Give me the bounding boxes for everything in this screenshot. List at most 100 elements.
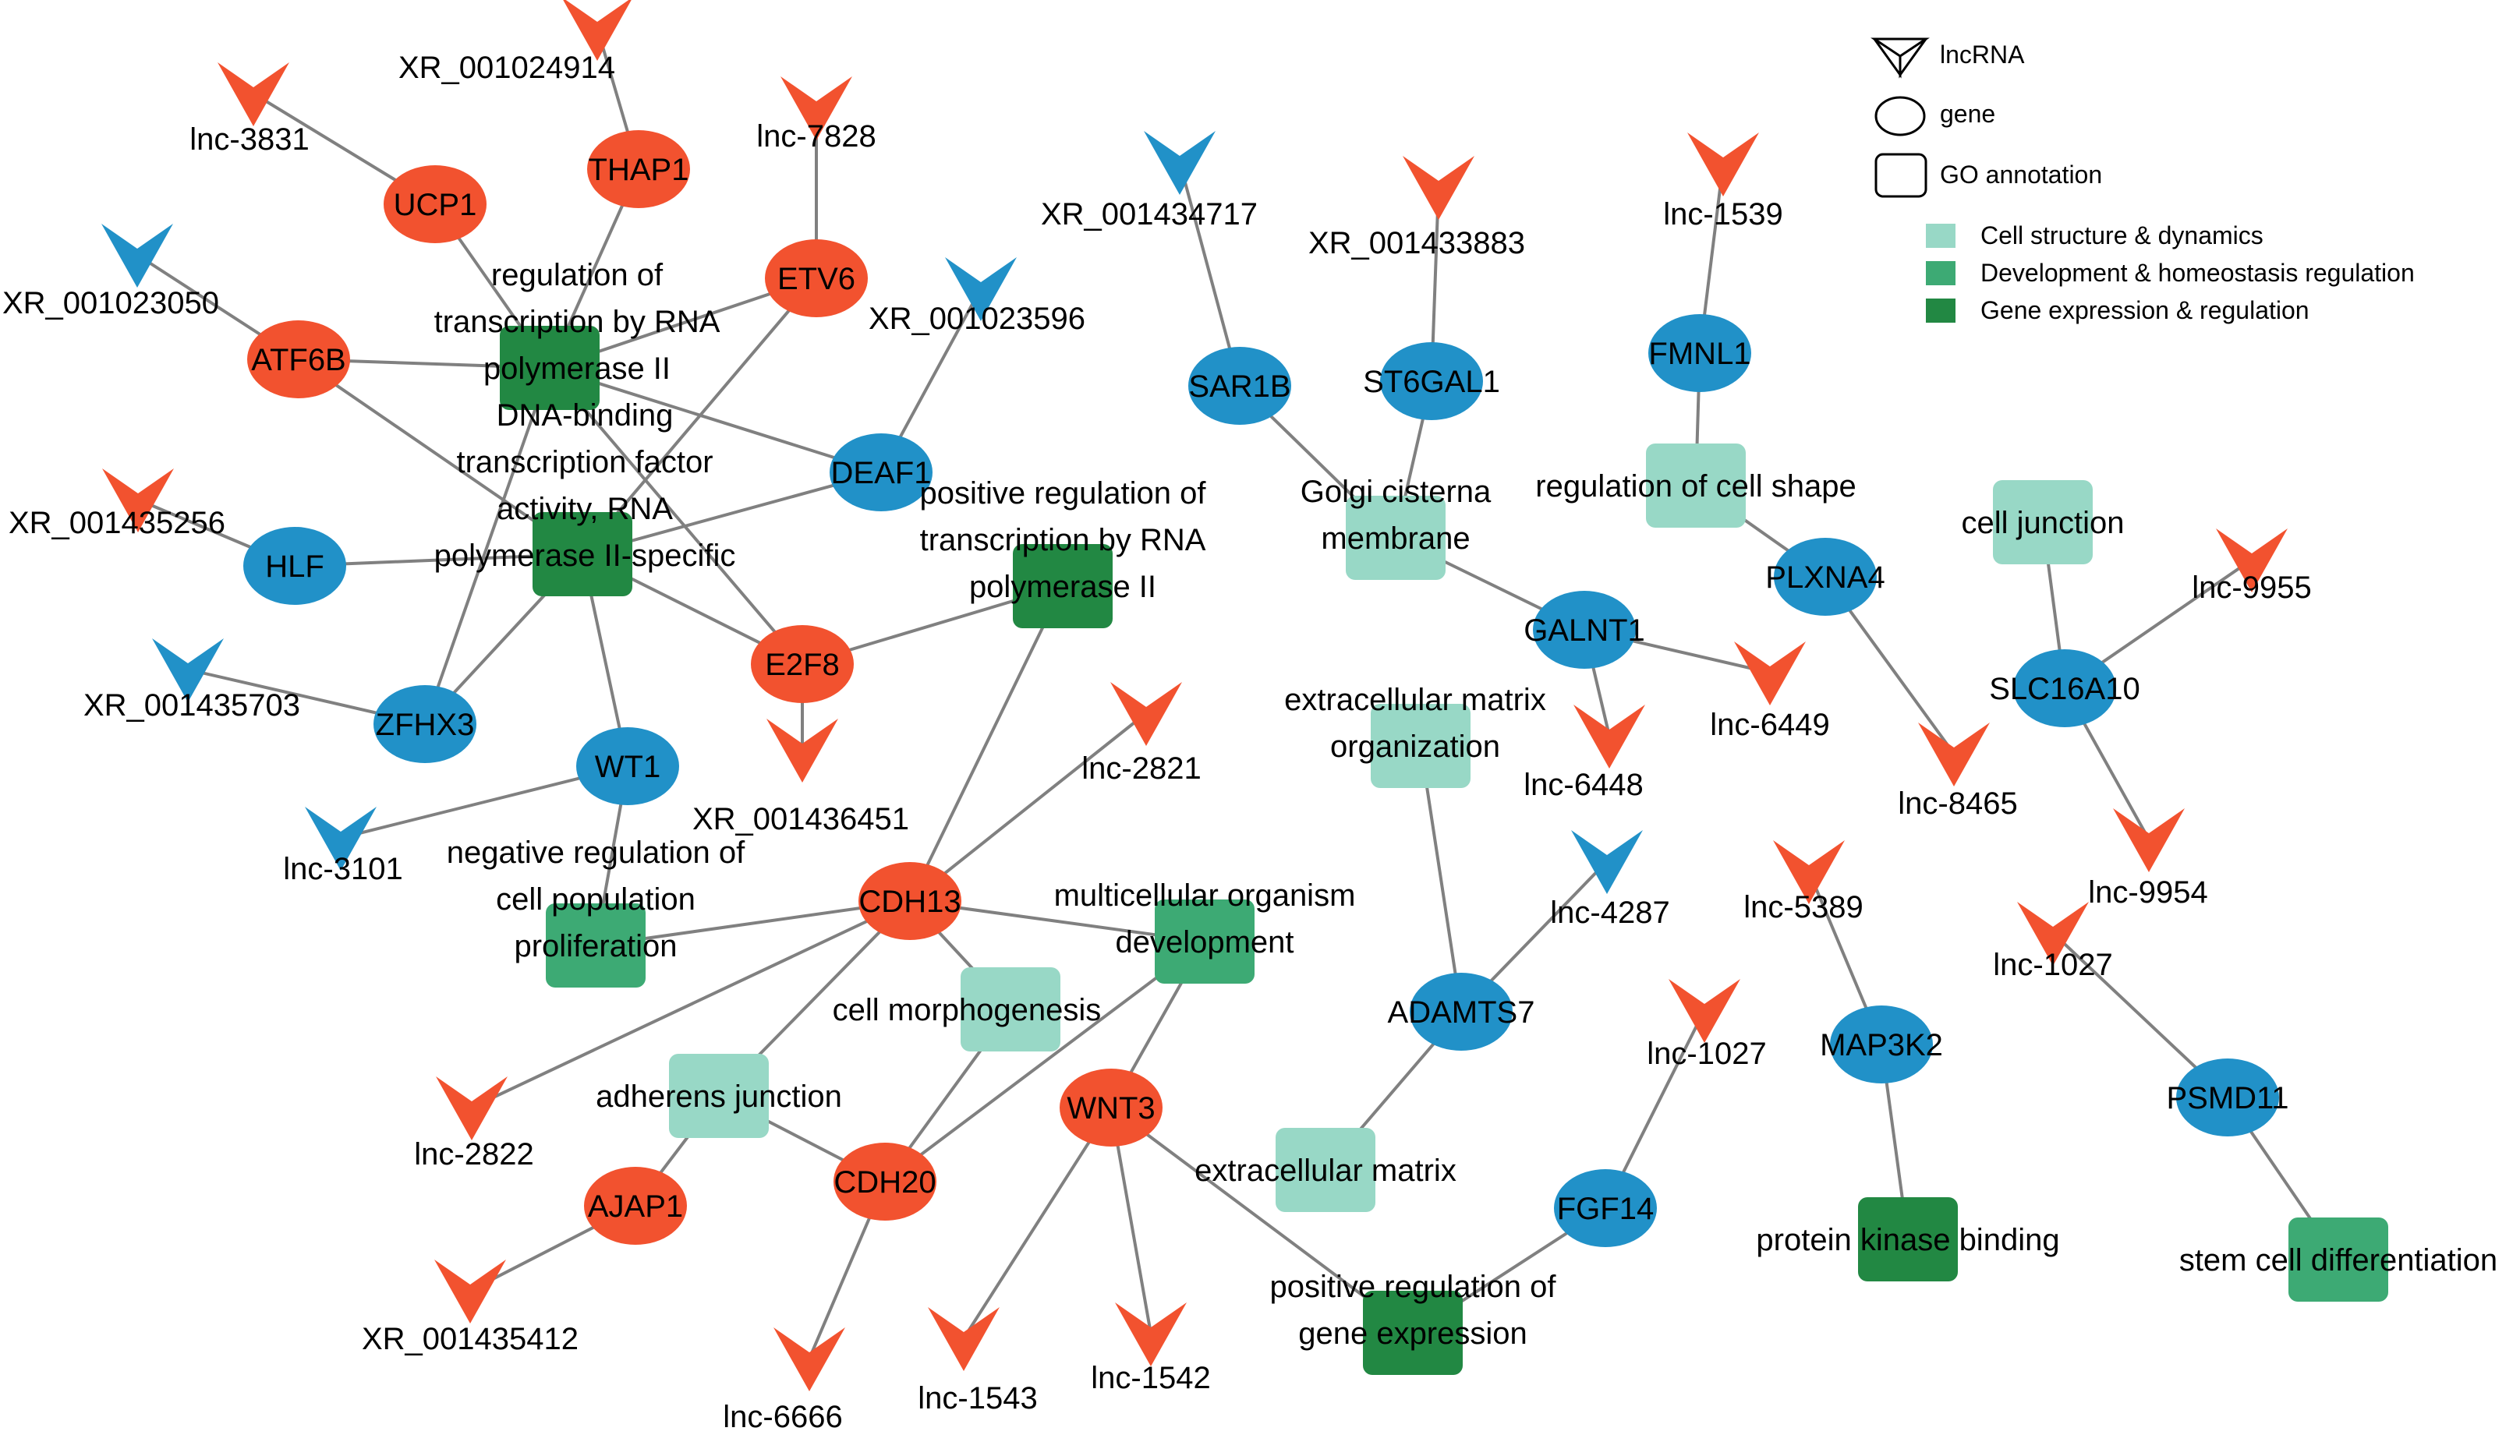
- label-line: polymerase II-specific: [434, 539, 736, 573]
- legend-development-label: Development & homeostasis regulation: [1980, 259, 2415, 287]
- gene-label-sar1b: SAR1B: [1188, 369, 1290, 404]
- legend-swatch-cell-structure: [1926, 224, 1955, 248]
- label-line: XR_001433883: [1308, 226, 1525, 260]
- gene-node-st6gal1: [1380, 342, 1483, 420]
- gene-label-cdh20: CDH20: [834, 1165, 936, 1200]
- lnc-label-xr-001436451: XR_001436451: [692, 802, 909, 836]
- label-line: protein kinase binding: [1756, 1223, 2059, 1257]
- label-line: CDH20: [834, 1165, 936, 1200]
- go-node-reg-cell-shape: [1646, 444, 1746, 528]
- label-line: lnc-6448: [1524, 768, 1643, 802]
- label-line: lnc-1539: [1663, 197, 1782, 231]
- gene-label-wt1: WT1: [595, 750, 660, 784]
- label-line: lnc-1027: [1647, 1037, 1766, 1071]
- lncRNA-icon: [1871, 37, 1930, 79]
- go-label-go-reg-cell-shape: regulation of cell shape: [1535, 469, 1856, 504]
- gene-label-galnt1: GALNT1: [1524, 613, 1645, 648]
- edge-go-multicellular-development-cdh20: [883, 940, 1206, 1183]
- gene-label-deaf1: DEAF1: [831, 456, 932, 490]
- lncrna-node-lnc-3101: [305, 807, 377, 871]
- go-label-go-protein-kinase-binding: protein kinase binding: [1756, 1223, 2059, 1257]
- label-line: lnc-1543: [918, 1381, 1037, 1415]
- lnc-label-lnc-6448: lnc-6448: [1524, 768, 1643, 802]
- legend-gene-label: gene: [1940, 100, 1995, 128]
- lncrna-node-lnc-1543: [928, 1307, 1000, 1371]
- label-line: regulation of: [491, 258, 664, 292]
- gene-label-thap1: THAP1: [589, 153, 689, 187]
- edge-go-ecm-organization-adamts7: [1419, 745, 1463, 1012]
- legend-swatch-development: [1926, 261, 1955, 285]
- go-label-go-stem-cell-differentiation: stem cell differentiation: [2179, 1243, 2497, 1278]
- gene-label-plxna4: PLXNA4: [1765, 560, 1885, 595]
- lncrna-node-xr-001023050: [101, 224, 173, 288]
- lncrna-node-lnc-5389: [1773, 840, 1845, 904]
- label-line: lnc-6666: [723, 1400, 842, 1434]
- lnc-label-xr-001434717: XR_001434717: [1041, 197, 1258, 231]
- label-line: XR_001023596: [869, 302, 1085, 336]
- label-line: XR_001434717: [1041, 197, 1258, 231]
- label-line: FGF14: [1557, 1192, 1654, 1226]
- legend-lncRNA-label: lncRNA: [1940, 41, 2025, 69]
- gene-icon: [1874, 96, 1926, 136]
- label-line: CDH13: [858, 885, 961, 919]
- gene-node-plxna4: [1774, 538, 1877, 616]
- lncrna-node-lnc-8465: [1918, 723, 1990, 786]
- label-line: ZFHX3: [376, 708, 475, 742]
- gene-label-cdh13: CDH13: [858, 885, 961, 919]
- gene-node-wt1: [576, 727, 679, 805]
- label-line: cell population: [496, 882, 695, 917]
- label-line: cell junction: [1961, 506, 2124, 540]
- gene-label-slc16a10: SLC16A10: [1989, 672, 2140, 706]
- gene-node-galnt1: [1533, 591, 1636, 669]
- lnc-label-xr-001023050: XR_001023050: [2, 286, 219, 320]
- label-line: lnc-7828: [756, 119, 876, 154]
- label-line: XR_001435703: [83, 688, 300, 723]
- lncrna-node-xr-001433883: [1403, 156, 1474, 220]
- lnc-label-lnc-6666: lnc-6666: [723, 1400, 842, 1434]
- go-node-dna-binding: [533, 512, 632, 596]
- lnc-label-lnc-7828: lnc-7828: [756, 119, 876, 154]
- go-label-go-extracellular-matrix: extracellular matrix: [1195, 1154, 1456, 1188]
- lnc-label-xr-001024914: XR_001024914: [398, 51, 615, 85]
- gene-node-ucp1: [384, 165, 487, 243]
- lnc-label-lnc-4287: lnc-4287: [1550, 896, 1669, 930]
- lnc-label-xr-001435256: XR_001435256: [9, 506, 225, 540]
- lncrna-node-lnc-1027-a: [1669, 979, 1740, 1043]
- gene-label-hlf: HLF: [265, 550, 324, 584]
- gene-node-ajap1: [584, 1167, 687, 1245]
- edge-cdh13-go-neg-reg-proliferation: [595, 899, 911, 947]
- lnc-label-xr-001023596: XR_001023596: [869, 302, 1085, 336]
- label-line: transcription factor: [456, 445, 713, 479]
- lnc-label-lnc-2821: lnc-2821: [1081, 751, 1201, 786]
- gene-node-thap1: [587, 130, 690, 208]
- label-line: ETV6: [777, 262, 855, 296]
- gene-node-zfhx3: [373, 685, 476, 763]
- edge-go-pos-reg-transcription-cdh13: [908, 585, 1064, 902]
- lncrna-node-lnc-1539: [1687, 133, 1759, 196]
- go-node-cell-morphogenesis: [961, 967, 1060, 1051]
- label-line: activity, RNA: [497, 492, 673, 526]
- lncrna-node-lnc-7828: [780, 76, 852, 140]
- edge-go-reg-transcription-deaf1: [549, 366, 882, 474]
- label-line: transcription by RNA: [434, 305, 720, 339]
- edge-wnt3-go-pos-reg-gene-expression: [1110, 1106, 1414, 1334]
- legend-go-annotation-label: GO annotation: [1940, 161, 2102, 189]
- gene-label-ucp1: UCP1: [394, 188, 477, 222]
- label-line: lnc-3831: [189, 122, 309, 157]
- gene-label-wnt3: WNT3: [1067, 1091, 1155, 1126]
- gene-node-hlf: [243, 527, 346, 605]
- lnc-label-lnc-3831: lnc-3831: [189, 122, 309, 157]
- label-line: lnc-9955: [2192, 571, 2311, 605]
- gene-node-deaf1: [830, 433, 933, 511]
- label-line: XR_001023050: [2, 286, 219, 320]
- gene-node-sar1b: [1188, 347, 1291, 425]
- label-line: lnc-5389: [1743, 890, 1863, 924]
- gene-label-atf6b: ATF6B: [251, 343, 346, 377]
- lncrna-node-xr-001434717: [1144, 131, 1216, 195]
- label-line: XR_001435256: [9, 506, 225, 540]
- label-line: stem cell differentiation: [2179, 1243, 2497, 1278]
- label-line: lnc-2821: [1081, 751, 1201, 786]
- gene-label-map3k2: MAP3K2: [1820, 1028, 1943, 1062]
